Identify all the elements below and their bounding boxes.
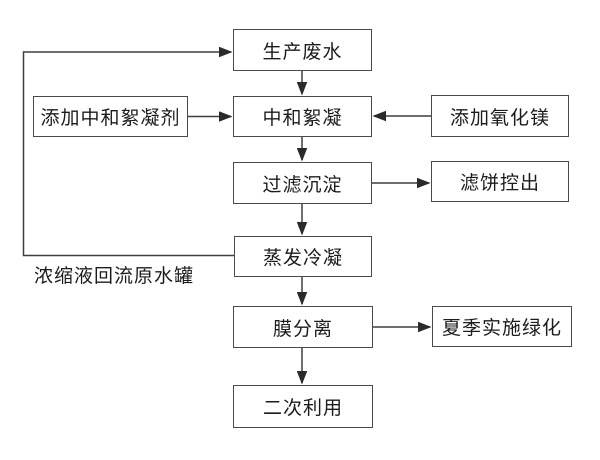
node-add-magnesium-oxide: 添加氧化镁 <box>431 95 569 137</box>
edge-label-concentrate-return: 浓缩液回流原水罐 <box>34 266 195 287</box>
node-filtration-sedimentation: 过滤沉淀 <box>233 162 372 204</box>
node-secondary-use: 二次利用 <box>233 385 373 428</box>
node-production-wastewater: 生产废水 <box>233 29 372 71</box>
node-membrane-separation: 膜分离 <box>233 306 373 348</box>
node-filter-cake-out: 滤饼控出 <box>431 161 569 202</box>
arrow-evap-recycle-to-production <box>22 46 234 257</box>
node-neutralization-flocculation: 中和絮凝 <box>233 96 372 137</box>
node-add-neutralizing-flocculant: 添加中和絮凝剂 <box>33 96 188 137</box>
node-evaporation-condensation: 蒸发冷凝 <box>234 236 372 277</box>
node-summer-greening: 夏季实施绿化 <box>432 306 572 347</box>
